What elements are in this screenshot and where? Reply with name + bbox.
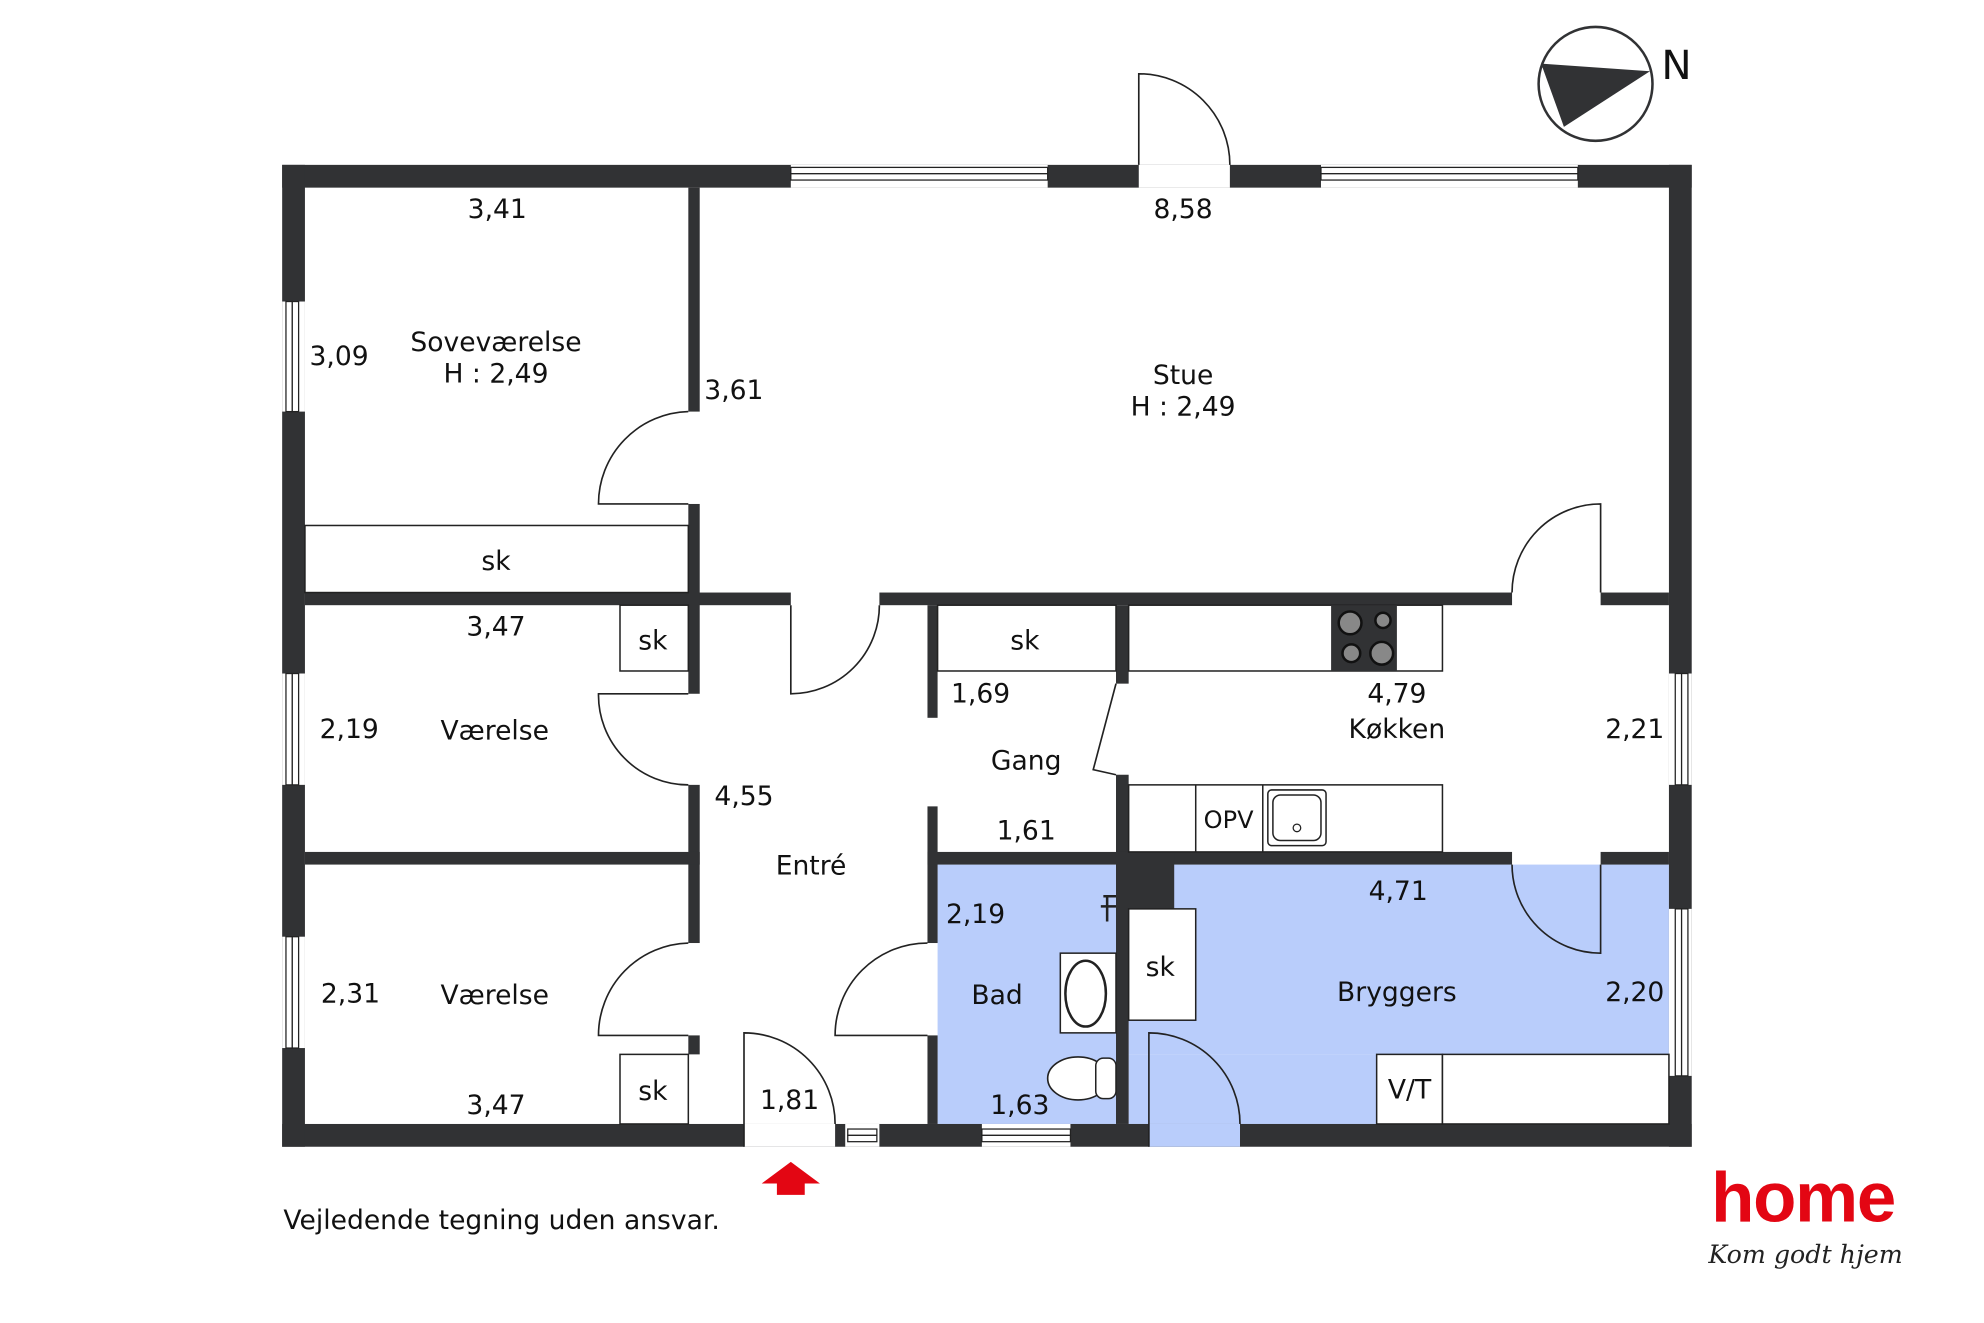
sovevaerelse-height: H : 2,49 [444, 359, 549, 390]
kokken-depth: 2,21 [1605, 714, 1664, 745]
shower-icon [1100, 894, 1116, 922]
entre-depth: 4,55 [714, 781, 773, 812]
bad-depth: 2,19 [946, 899, 1005, 930]
gang-closet: sk [1010, 625, 1040, 656]
entre-width: 1,81 [760, 1085, 819, 1116]
sovevaerelse-closet: sk [481, 546, 511, 577]
svg-text:home: home [1711, 1158, 1895, 1237]
compass-icon: N [1537, 25, 1692, 143]
bryggers-width: 4,71 [1369, 876, 1428, 907]
vaerelse2-depth: 2,31 [321, 979, 380, 1010]
bryggers-name: Bryggers [1337, 977, 1457, 1008]
room-labels: 3,41 3,09 Soveværelse H : 2,49 sk 8,58 3… [310, 194, 1665, 1121]
stue-width: 8,58 [1153, 194, 1212, 225]
sovevaerelse-name: Soveværelse [410, 327, 581, 358]
kokken-name: Køkken [1349, 714, 1446, 745]
bryggers-closet: sk [1146, 952, 1176, 983]
doors [597, 72, 1602, 1147]
gang-width-top: 1,69 [951, 679, 1010, 710]
vaerelse2-closet: sk [638, 1076, 668, 1107]
vaerelse1-name: Værelse [440, 715, 549, 746]
fixtures [304, 524, 1670, 1125]
stue-name: Stue [1153, 360, 1213, 391]
windows [282, 164, 1692, 1147]
kokken-appliance: OPV [1204, 806, 1254, 834]
entrance-arrow-icon [761, 1161, 820, 1195]
bad-width: 1,63 [990, 1090, 1049, 1121]
sovevaerelse-width: 3,41 [468, 194, 527, 225]
sovevaerelse-depth: 3,09 [310, 341, 369, 372]
bryggers-depth: 2,20 [1605, 977, 1664, 1008]
vaerelse1-depth: 2,19 [320, 714, 379, 745]
home-logo: home Kom godt hjem [1707, 1158, 1902, 1269]
vaerelse2-name: Værelse [440, 980, 549, 1011]
gang-name: Gang [991, 746, 1062, 777]
bryggers-appliance: V/T [1388, 1075, 1432, 1106]
stue-height: H : 2,49 [1131, 391, 1236, 422]
interior-walls [304, 187, 1669, 1124]
svg-text:Kom godt hjem: Kom godt hjem [1707, 1240, 1902, 1269]
bryggers-floor-lower [1128, 1054, 1377, 1124]
north-label: N [1661, 41, 1691, 89]
entre-name: Entré [776, 851, 847, 882]
gang-width-bottom: 1,61 [997, 815, 1056, 846]
bad-name: Bad [971, 980, 1022, 1011]
disclaimer: Vejledende tegning uden ansvar. [283, 1205, 719, 1236]
kokken-width: 4,79 [1367, 679, 1426, 710]
bryggers-floor [1128, 864, 1669, 1055]
vaerelse2-width: 3,47 [466, 1090, 525, 1121]
vaerelse1-width: 3,47 [466, 612, 525, 643]
stue-depth: 3,61 [704, 375, 763, 406]
vaerelse1-closet: sk [638, 625, 668, 656]
